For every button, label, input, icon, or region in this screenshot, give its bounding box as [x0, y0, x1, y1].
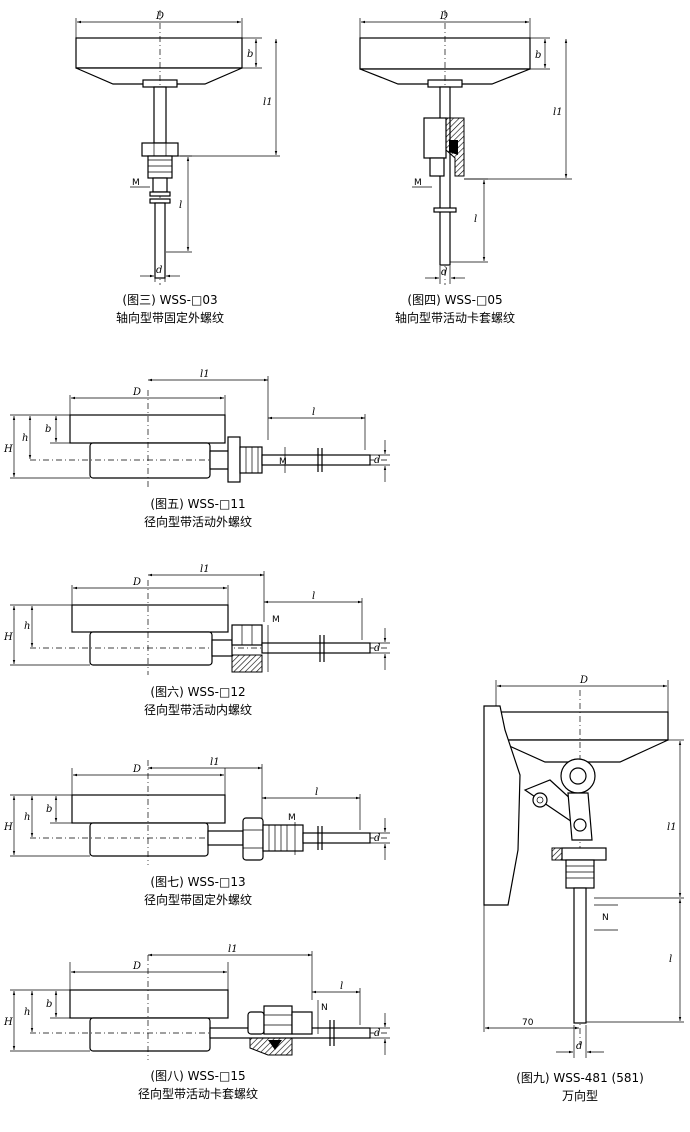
fig5-caption-code: (图五) WSS-□11: [150, 497, 245, 511]
fig4-dim-l: l: [474, 214, 477, 225]
fig3-caption-code: (图三) WSS-□03: [122, 293, 217, 307]
fig9-nut: [561, 847, 607, 861]
fig9-dim-l: l: [669, 954, 672, 965]
fig9-caption-desc: 万向型: [562, 1088, 598, 1103]
fig4-dim-b: b: [535, 50, 541, 61]
fig4-caption-desc: 轴向型带活动卡套螺纹: [395, 310, 515, 325]
fig6-dial-case: [71, 604, 229, 633]
figure-5: D l1 l H h b M d (图五) WSS-□1: [3, 369, 390, 529]
fig8-caption-code: (图八) WSS-□15: [150, 1069, 245, 1083]
figure-7: D l1 l H h b M d: [3, 757, 390, 907]
fig6-dim-l1: l1: [200, 564, 210, 575]
fig7-dim-l1: l1: [210, 757, 220, 768]
fig3-dim-d: d: [156, 265, 162, 276]
fig6-dim-d: d: [374, 643, 380, 654]
fig9-caption-code: (图九) WSS-481 (581): [516, 1071, 644, 1085]
fig5-dial-case: [69, 414, 226, 444]
fig7-dim-b: b: [46, 804, 52, 815]
fig7-stem: [302, 832, 371, 844]
fig6-caption-desc: 径向型带活动内螺纹: [144, 702, 252, 717]
figure-6: D l1 l H h M d (图六) WSS-□12 径向型带活动内螺纹: [3, 564, 390, 717]
fig5-dim-l1: l1: [200, 369, 210, 380]
fig7-dim-l: l: [315, 787, 318, 798]
fig8-dial-case: [69, 989, 229, 1019]
fig9-dial-case: [495, 711, 669, 741]
fig8-dim-H: H: [3, 1017, 13, 1028]
fig6-dim-D: D: [132, 577, 141, 588]
fig5-dim-b: b: [45, 424, 51, 435]
fig9-dim-d: d: [576, 1041, 582, 1052]
fig4-ferrule-nut: [423, 117, 447, 159]
fig4-dim-d: d: [441, 267, 447, 278]
fig6-hex-nut: [231, 624, 263, 646]
fig9-dim-N: N: [602, 913, 609, 923]
fig3-dim-b: b: [247, 49, 253, 60]
figure-4: D M b l1 l d (图四) WSS-□05 轴向型带活动卡套螺纹: [359, 10, 572, 325]
fig3-dial-case: [75, 37, 243, 69]
fig4-caption-code: (图四) WSS-□05: [407, 293, 502, 307]
fig7-caption-desc: 径向型带固定外螺纹: [144, 892, 252, 907]
fig7-caption-code: (图七) WSS-□13: [150, 875, 245, 889]
fig4-dim-l1: l1: [553, 107, 563, 118]
fig9-dim-D: D: [579, 675, 588, 686]
fig3-dim-D: D: [155, 11, 164, 22]
fig5-hex-nut: [227, 436, 241, 483]
fig8-dim-l: l: [340, 981, 343, 992]
fig6-dim-l: l: [312, 591, 315, 602]
fig3-dim-l: l: [179, 200, 182, 211]
figure-8: D l1 l H h b N d (图八) W: [3, 944, 390, 1101]
fig6-dim-M: M: [272, 615, 280, 625]
figure-9: D l1 l N 70 d (图九) WS: [483, 675, 684, 1103]
fig6-stem: [261, 642, 371, 654]
fig6-dim-h: h: [24, 621, 30, 632]
fig3-dim-l1: l1: [263, 97, 273, 108]
fig4-dim-M: M: [414, 178, 422, 188]
figure-3: D M b l1 l d (图三) WSS-□03 轴: [75, 10, 280, 325]
fig7-dial-case: [71, 794, 226, 824]
fig9-dim-offset: 70: [522, 1018, 534, 1028]
fig8-dim-h: h: [24, 1007, 30, 1018]
fig5-dim-M: M: [279, 457, 287, 467]
fig5-dim-l: l: [312, 407, 315, 418]
fig7-hex-nut: [242, 817, 264, 861]
fig8-dim-D: D: [132, 961, 141, 972]
fig8-dim-b: b: [46, 999, 52, 1010]
fig5-dim-h: h: [22, 433, 28, 444]
fig5-caption-desc: 径向型带活动外螺纹: [144, 514, 252, 529]
fig3-dim-M: M: [132, 178, 140, 188]
fig5-dim-D: D: [132, 387, 141, 398]
fig6-dim-H: H: [3, 632, 13, 643]
fig8-dim-l1: l1: [228, 944, 238, 955]
fig7-dim-M: M: [288, 813, 296, 823]
fig8-ferrule-nut: [263, 1005, 293, 1035]
fig9-stem: [573, 887, 587, 1024]
fig3-caption-desc: 轴向型带固定外螺纹: [116, 310, 224, 325]
fig7-dim-D: D: [132, 764, 141, 775]
fig3-hex-nut: [141, 142, 179, 157]
fig7-dim-d: d: [374, 833, 380, 844]
fig5-dim-d: d: [374, 455, 380, 466]
fig4-dim-D: D: [439, 11, 448, 22]
fig8-dim-d: d: [374, 1028, 380, 1039]
fig5-stem: [261, 454, 371, 466]
fig8-caption-desc: 径向型带活动卡套螺纹: [138, 1086, 258, 1101]
fig8-dim-N: N: [321, 1003, 328, 1013]
fig3-stem: [154, 202, 166, 279]
fig7-dim-h: h: [24, 812, 30, 823]
fig7-dim-H: H: [3, 822, 13, 833]
fig5-dim-H: H: [3, 444, 13, 455]
fig9-dim-l1: l1: [667, 822, 677, 833]
fig6-caption-code: (图六) WSS-□12: [150, 685, 245, 699]
